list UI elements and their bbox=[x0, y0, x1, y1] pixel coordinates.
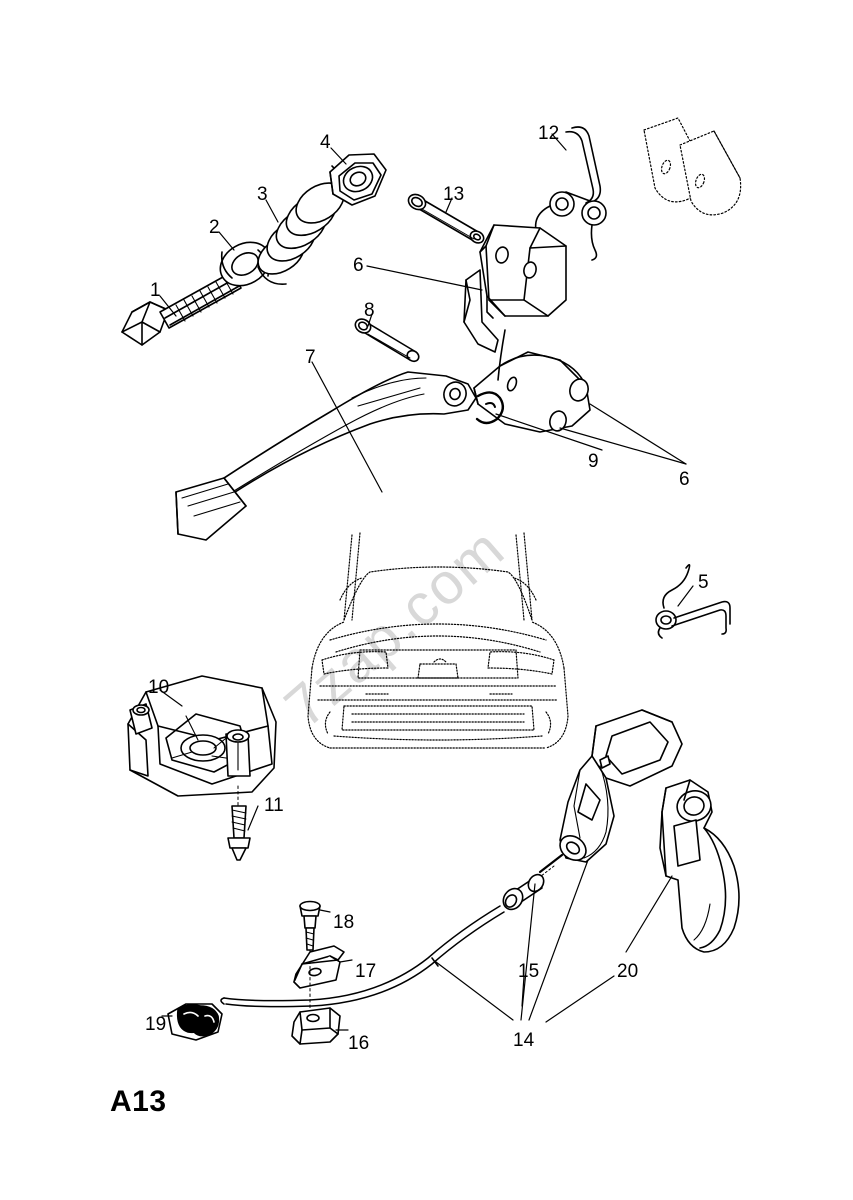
part-1-pedal-pivot-bolt bbox=[121, 271, 242, 346]
part-15-cable-grommet bbox=[502, 873, 545, 911]
leader-4 bbox=[330, 147, 347, 165]
ghost-bracket-outlines bbox=[643, 117, 742, 216]
part-9-retaining-clip bbox=[475, 391, 505, 425]
part-8-clevis-pin bbox=[354, 318, 420, 363]
part-6-pedal-mounting-bracket bbox=[463, 224, 591, 433]
callout-6-upper: 6 bbox=[353, 255, 364, 276]
callout-6-lower: 6 bbox=[679, 469, 690, 490]
leader-17 bbox=[339, 959, 353, 963]
callout-15: 15 bbox=[518, 961, 540, 982]
leader-10 bbox=[159, 689, 183, 707]
callout-19: 19 bbox=[145, 1014, 167, 1035]
part-3-coil-spring bbox=[257, 165, 345, 285]
part-19-cable-clip bbox=[167, 1003, 223, 1041]
plate-label: A13 bbox=[110, 1085, 167, 1118]
leader-11 bbox=[247, 805, 259, 831]
callout-12: 12 bbox=[538, 123, 560, 144]
part-11-self-tapping-screw bbox=[227, 785, 251, 861]
leader-15 bbox=[521, 975, 525, 1007]
part-14-release-cable bbox=[220, 905, 505, 1008]
leader-2 bbox=[218, 231, 235, 251]
leader-9 bbox=[495, 413, 603, 451]
leader-12 bbox=[551, 133, 567, 151]
callout-7: 7 bbox=[305, 347, 316, 368]
leader-3 bbox=[265, 199, 279, 223]
part-16-cable-retaining-plate bbox=[291, 1007, 341, 1045]
leader-20-a bbox=[625, 875, 673, 953]
leader-18 bbox=[319, 909, 331, 913]
callout-4: 4 bbox=[320, 132, 331, 153]
part-10-pedal-cover-housing bbox=[127, 675, 277, 797]
callout-16: 16 bbox=[348, 1033, 370, 1054]
callout-20: 20 bbox=[617, 961, 639, 982]
leader-14-a bbox=[435, 961, 514, 1021]
leader-14-c bbox=[528, 859, 589, 1021]
callout-9: 9 bbox=[588, 451, 599, 472]
part-7-pedal-arm bbox=[175, 371, 477, 541]
part-4-hexagon-nut bbox=[329, 153, 387, 206]
callout-2: 2 bbox=[209, 217, 220, 238]
leader-13 bbox=[445, 197, 453, 213]
leader-14-b bbox=[520, 883, 536, 1021]
leader-1 bbox=[159, 295, 177, 317]
callout-5: 5 bbox=[698, 572, 709, 593]
callout-11: 11 bbox=[264, 795, 284, 816]
leader-6a bbox=[366, 265, 483, 291]
leader-8 bbox=[367, 313, 373, 327]
callout-1: 1 bbox=[150, 280, 161, 301]
leader-6b-lower bbox=[559, 427, 687, 465]
part-12-double-coil-torsion-spring bbox=[534, 126, 607, 261]
callout-3: 3 bbox=[257, 184, 268, 205]
callout-10: 10 bbox=[148, 677, 170, 698]
leader-6b-upper bbox=[589, 403, 687, 465]
leader-20-b bbox=[545, 975, 615, 1023]
callout-14: 14 bbox=[513, 1030, 535, 1051]
part-5-wire-return-spring bbox=[655, 564, 731, 639]
vehicle-front-illustration bbox=[307, 532, 569, 749]
callout-18: 18 bbox=[333, 912, 355, 933]
leader-5 bbox=[677, 585, 694, 607]
part-17-cable-clamp-bracket bbox=[293, 945, 345, 1019]
part-14-release-cable-handle bbox=[535, 709, 683, 881]
callout-17: 17 bbox=[355, 961, 377, 982]
callout-8: 8 bbox=[364, 300, 375, 321]
part-20-release-handle-lever bbox=[659, 779, 740, 953]
part-13-pivot-pin bbox=[407, 193, 485, 244]
leader-7 bbox=[311, 361, 383, 493]
callout-13: 13 bbox=[443, 184, 465, 205]
